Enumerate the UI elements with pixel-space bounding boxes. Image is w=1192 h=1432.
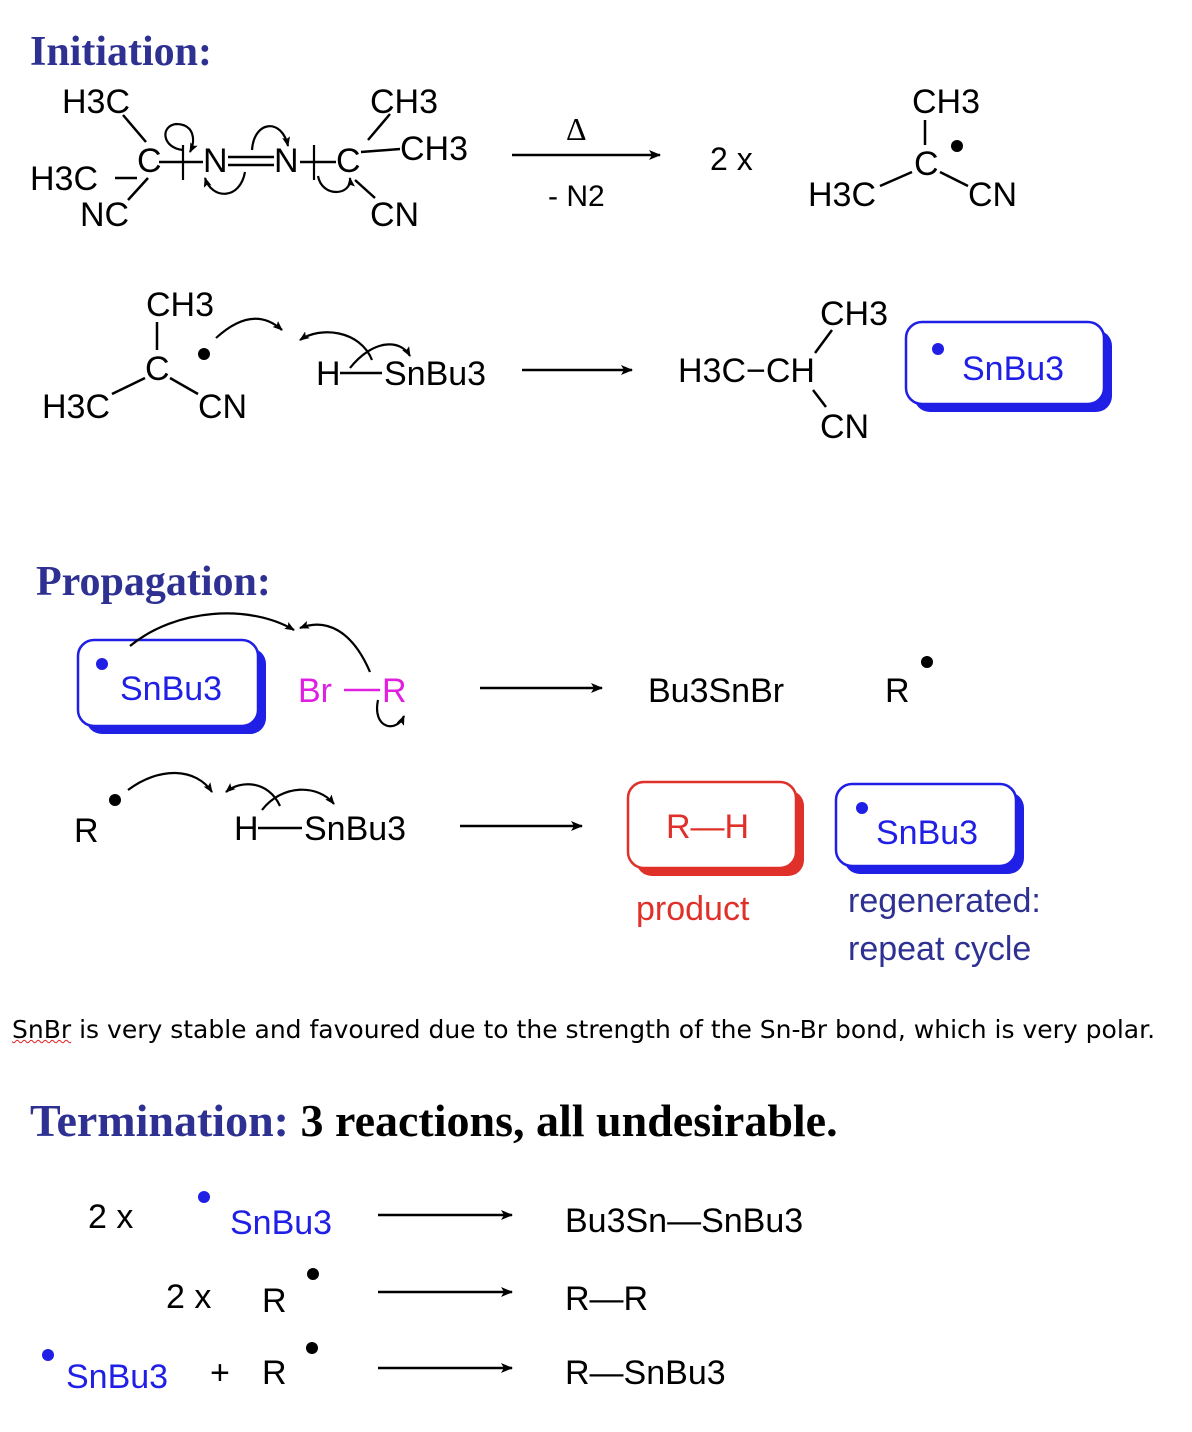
aibn-h3c-top: H3C	[62, 83, 130, 121]
boxed-tin-label-2: SnBu3	[120, 670, 222, 708]
reaction-scheme: Initiation: H3C H3C C N N C NC CH3 CH3 C…	[30, 29, 1112, 968]
arrow-condition-n2: - N2	[548, 180, 605, 213]
radical-dot	[109, 794, 121, 806]
radical-cn: CN	[968, 176, 1017, 214]
termination-heading: Termination: 3 reactions, all undesirabl…	[30, 1095, 838, 1146]
radical-h3c: H3C	[808, 176, 876, 214]
radical-dot	[951, 140, 963, 152]
bromine-atom: Br	[298, 672, 332, 710]
term1-reactant: SnBu3	[230, 1204, 332, 1242]
aibn-radical-product: CH3 C H3C CN	[808, 83, 1017, 214]
step2-radical: CH3 C H3C CN	[42, 286, 247, 426]
term2-product: R—R	[565, 1280, 648, 1318]
r-radical-reactant: R	[74, 812, 99, 850]
step2-snbu3-prop: SnBu3	[304, 810, 406, 848]
note-text: is very stable and favoured due to the s…	[71, 1015, 1156, 1044]
boxed-tin-radical-1: SnBu3	[904, 320, 1112, 412]
radical-dot	[42, 1349, 54, 1361]
aibn-c-right: C	[336, 142, 361, 180]
term3-plus: +	[210, 1354, 230, 1392]
aibn-n-left: N	[203, 142, 228, 180]
step2-radical-c: C	[145, 350, 170, 388]
radical-dot	[932, 343, 944, 355]
aibn-cn: CN	[370, 196, 419, 234]
radical-dot	[198, 348, 210, 360]
propagation-heading: Propagation:	[36, 559, 271, 605]
regenerated-line-2: repeat cycle	[848, 930, 1031, 968]
aibn-ch3-top: CH3	[370, 83, 438, 121]
initiation-multiplier: 2 x	[710, 141, 753, 177]
aibn-nc: NC	[80, 196, 129, 234]
product-h3c-ch: H3C−CH	[678, 352, 815, 390]
aibn-molecule: H3C H3C C N N C NC CH3 CH3 CN	[30, 83, 468, 234]
term1-multiplier: 2 x	[88, 1198, 133, 1236]
radical-dot	[306, 1342, 318, 1354]
alkyl-r: R	[382, 672, 407, 710]
step2-radical-cn: CN	[198, 388, 247, 426]
radical-dot	[96, 658, 108, 670]
step2-radical-h3c: H3C	[42, 388, 110, 426]
aibn-ch3-right: CH3	[400, 130, 468, 168]
termination-label: Termination:	[30, 1095, 289, 1146]
term2-reactant: R	[262, 1282, 287, 1320]
step2-radical-ch3: CH3	[146, 286, 214, 324]
stability-note: SnBr is very stable and favoured due to …	[12, 1010, 1182, 1050]
term1-product: Bu3Sn—SnBu3	[565, 1202, 803, 1240]
snbr-word: SnBr	[12, 1015, 72, 1044]
step2-snbu3: SnBu3	[384, 355, 486, 393]
aibn-h3c-left: H3C	[30, 160, 98, 198]
term3-reactant-1: SnBu3	[66, 1358, 168, 1396]
radical-dot	[307, 1268, 319, 1280]
radical-dot	[856, 802, 868, 814]
boxed-tin-label-1: SnBu3	[962, 350, 1064, 388]
product-label: product	[636, 890, 750, 928]
tin-bromide-product: Bu3SnBr	[648, 672, 784, 710]
initiation-heading: Initiation:	[30, 29, 212, 75]
product-rh: R—H	[666, 808, 749, 846]
term3-product: R—SnBu3	[565, 1354, 726, 1392]
arrow-condition-heat: Δ	[566, 111, 587, 147]
radical-c: C	[914, 145, 939, 183]
term3-reactant-2: R	[262, 1354, 287, 1392]
term2-multiplier: 2 x	[166, 1278, 211, 1316]
isobutyronitrile-product: CH3 H3C−CH CN	[678, 295, 888, 446]
step2-h: H	[316, 355, 341, 393]
radical-dot	[198, 1191, 210, 1203]
aibn-c-left: C	[137, 142, 162, 180]
radical-dot	[921, 656, 933, 668]
termination-description: 3 reactions, all undesirable.	[289, 1095, 838, 1146]
boxed-tin-radical-2: SnBu3	[76, 638, 266, 734]
r-radical-product: R	[885, 672, 910, 710]
product-ch3: CH3	[820, 295, 888, 333]
boxed-tin-label-3: SnBu3	[876, 814, 978, 852]
product-box: R—H	[626, 780, 804, 876]
aibn-n-right: N	[274, 142, 299, 180]
step2-h-prop: H	[234, 810, 259, 848]
radical-ch3: CH3	[912, 83, 980, 121]
product-cn: CN	[820, 408, 869, 446]
boxed-tin-radical-3: SnBu3	[834, 782, 1024, 874]
termination-scheme: Termination: 3 reactions, all undesirabl…	[30, 1095, 838, 1396]
regenerated-line-1: regenerated:	[848, 882, 1041, 920]
